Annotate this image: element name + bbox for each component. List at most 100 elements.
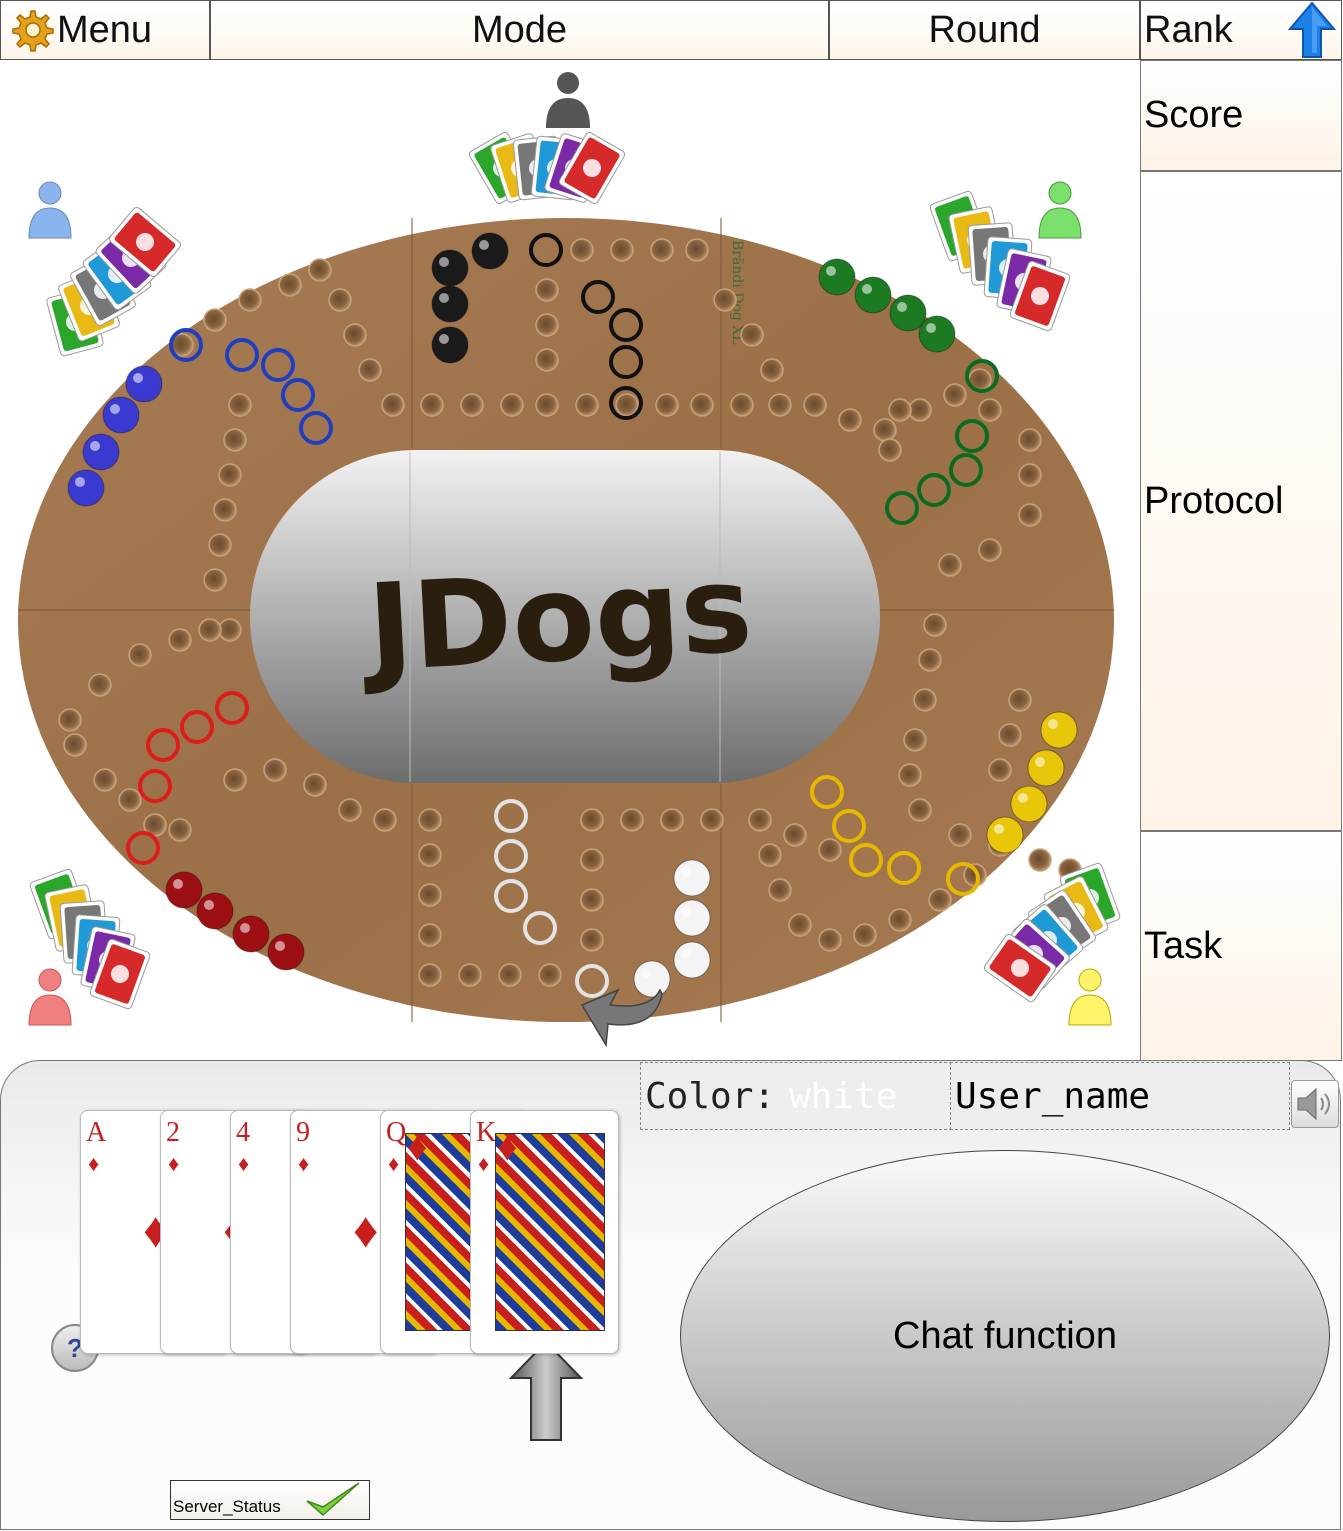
protocol-label: Protocol: [1144, 479, 1284, 522]
board-hole: [888, 398, 912, 422]
goal-ring: [885, 491, 919, 525]
player-card-back: [983, 933, 1057, 1003]
player-icon-blue: [28, 181, 72, 239]
card-emblem: [583, 159, 601, 177]
card-rank: Q: [386, 1117, 407, 1148]
board-hole: [913, 688, 937, 712]
goal-ring: [955, 419, 989, 453]
menu-button[interactable]: Menu: [0, 0, 210, 60]
marble-highlight: [1048, 719, 1058, 729]
board-hole: [685, 238, 709, 262]
marble: [102, 396, 140, 434]
user-name-box: User_name: [950, 1062, 1290, 1130]
board-hole: [713, 288, 737, 312]
goal-ring: [609, 308, 643, 342]
server-status-label: Server_Status: [173, 1497, 281, 1516]
board-hole: [943, 383, 967, 407]
marble: [854, 276, 892, 314]
board-hole: [218, 463, 242, 487]
card-fans: [29, 131, 1121, 1010]
board-hole: [575, 393, 599, 417]
hand-card[interactable]: K♦♦: [470, 1110, 619, 1354]
marble: [673, 859, 711, 897]
sound-toggle[interactable]: [1291, 1080, 1339, 1128]
goal-ring: [810, 775, 844, 809]
goal-ring: [126, 831, 160, 865]
board-hole: [308, 258, 332, 282]
card-suit: ♦: [238, 1151, 250, 1176]
marble-highlight: [681, 907, 691, 917]
play-card-arrow-icon: [509, 1340, 583, 1441]
marble-highlight: [275, 941, 285, 951]
board-hole: [418, 963, 442, 987]
marble-highlight: [204, 900, 214, 910]
board-hole: [748, 808, 772, 832]
card-suit: ♦: [388, 1151, 400, 1176]
board-hole: [878, 438, 902, 462]
board-hole: [873, 418, 897, 442]
board-holes: [58, 238, 1082, 987]
goal-ring: [494, 879, 528, 913]
marble-highlight: [479, 240, 489, 250]
card-suit: ♦: [407, 1124, 428, 1169]
board-hole: [923, 613, 947, 637]
menu-label: Menu: [57, 8, 153, 51]
board-hole: [168, 818, 192, 842]
board-hole: [218, 618, 242, 642]
rank-button[interactable]: Rank: [1140, 0, 1342, 60]
board-hole: [740, 323, 764, 347]
goal-ring: [169, 328, 203, 362]
player-icon-green: [1038, 181, 1082, 239]
mode-button[interactable]: Mode: [210, 0, 829, 60]
board-hole: [263, 758, 287, 782]
speaker-icon: [1297, 1087, 1330, 1121]
board-hole: [580, 928, 604, 952]
board-hole: [690, 393, 714, 417]
goal-ring: [575, 964, 609, 998]
marble-highlight: [1018, 793, 1028, 803]
board-hole: [898, 763, 922, 787]
board-hole: [803, 393, 827, 417]
marble: [67, 469, 105, 507]
board-hole: [818, 838, 842, 862]
board-hole: [818, 928, 842, 952]
game-board: JDogs Brändi Dog XL: [18, 72, 1121, 1048]
goal-ring: [281, 378, 315, 412]
marble-highlight: [826, 266, 836, 276]
marble-highlight: [90, 441, 100, 451]
player-card-back: [558, 131, 626, 205]
card-rank: 2: [166, 1117, 180, 1148]
marble-highlight: [681, 949, 691, 959]
card-suit: ♦: [497, 1124, 518, 1169]
goal-ring: [849, 843, 883, 877]
board-hole: [535, 313, 559, 337]
board-hole: [128, 643, 152, 667]
chat-panel[interactable]: Chat function: [680, 1150, 1330, 1522]
player-card-back: [109, 206, 181, 278]
board-hole: [535, 348, 559, 372]
marble: [196, 892, 234, 930]
marble: [431, 249, 469, 287]
board-hole: [208, 533, 232, 557]
score-label: Score: [1144, 94, 1244, 136]
marble: [267, 933, 305, 971]
protocol-panel[interactable]: Protocol: [1140, 171, 1342, 831]
score-panel[interactable]: Score: [1140, 60, 1342, 171]
task-panel[interactable]: Task: [1140, 831, 1342, 1061]
mode-label: Mode: [471, 8, 568, 51]
marble: [431, 285, 469, 323]
marble: [1027, 749, 1065, 787]
board-hole: [535, 278, 559, 302]
marble-highlight: [110, 404, 120, 414]
goal-ring: [949, 453, 983, 487]
board-hole: [303, 773, 327, 797]
card-emblem: [136, 233, 154, 251]
round-button[interactable]: Round: [829, 0, 1140, 60]
board-hole: [238, 288, 262, 312]
goal-ring: [609, 386, 643, 420]
goal-rings: [126, 233, 999, 998]
marble: [986, 816, 1024, 854]
color-indicator: Color: white: [640, 1062, 952, 1130]
board-hole: [58, 708, 82, 732]
goal-ring: [917, 473, 951, 507]
